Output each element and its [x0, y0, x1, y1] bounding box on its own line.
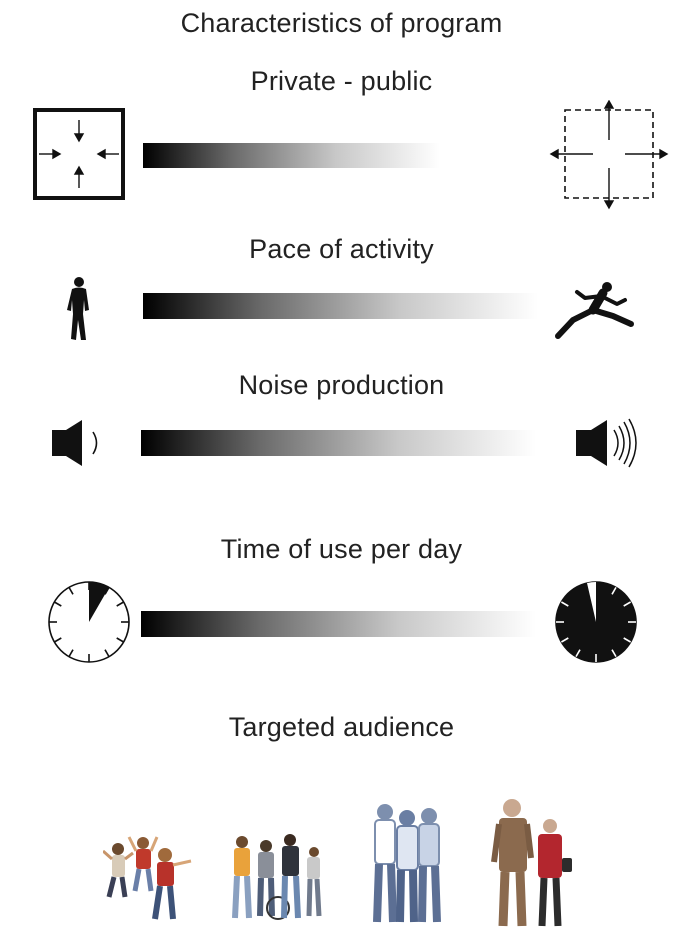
page-title: Characteristics of program: [180, 8, 503, 38]
private-enclosed-square-icon: [33, 108, 125, 200]
elderly-group-image: [491, 799, 572, 927]
young-adults-group-image: [373, 804, 441, 923]
running-person-icon: [555, 282, 634, 339]
private-public-gradient-bar: [143, 143, 440, 168]
audience-label: Targeted audience: [228, 712, 455, 742]
walking-person-icon: [67, 277, 89, 340]
teenagers-group-image: [232, 834, 322, 920]
scale-label-time-of-use: Time of use per day: [220, 534, 463, 564]
clock-short-use-icon: [48, 581, 130, 663]
scale-label-private-public: Private - public: [250, 66, 433, 96]
children-group-image: [103, 836, 192, 920]
speaker-high-volume-icon: [576, 418, 637, 468]
pace-gradient-bar: [143, 293, 538, 319]
clock-long-use-icon: [555, 581, 637, 663]
scale-label-noise-production: Noise production: [238, 370, 445, 400]
time-of-use-gradient-bar: [141, 611, 536, 637]
noise-gradient-bar: [141, 430, 536, 456]
speaker-low-volume-icon: [52, 420, 98, 466]
scale-label-pace-of-activity: Pace of activity: [249, 234, 434, 264]
public-open-square-icon: [549, 100, 669, 210]
